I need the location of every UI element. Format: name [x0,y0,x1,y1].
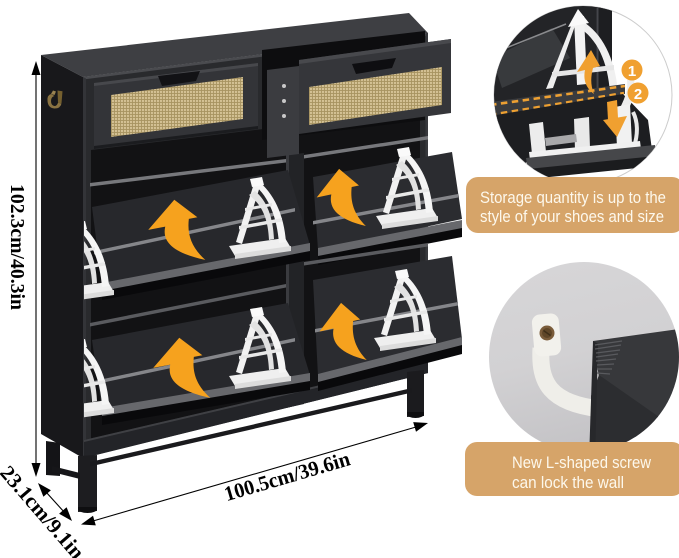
svg-text:Storage quantity is up to the: Storage quantity is up to the [480,188,666,207]
svg-text:1: 1 [628,63,636,80]
svg-text:2: 2 [634,86,642,103]
svg-text:102.3cm/40.3in: 102.3cm/40.3in [6,184,28,310]
svg-text:style of your shoes and size: style of your shoes and size [480,207,664,226]
svg-text:New L-shaped screw: New L-shaped screw [512,453,652,472]
svg-text:100.5cm/39.6in: 100.5cm/39.6in [221,446,353,506]
svg-text:can lock the wall: can lock the wall [512,473,624,492]
